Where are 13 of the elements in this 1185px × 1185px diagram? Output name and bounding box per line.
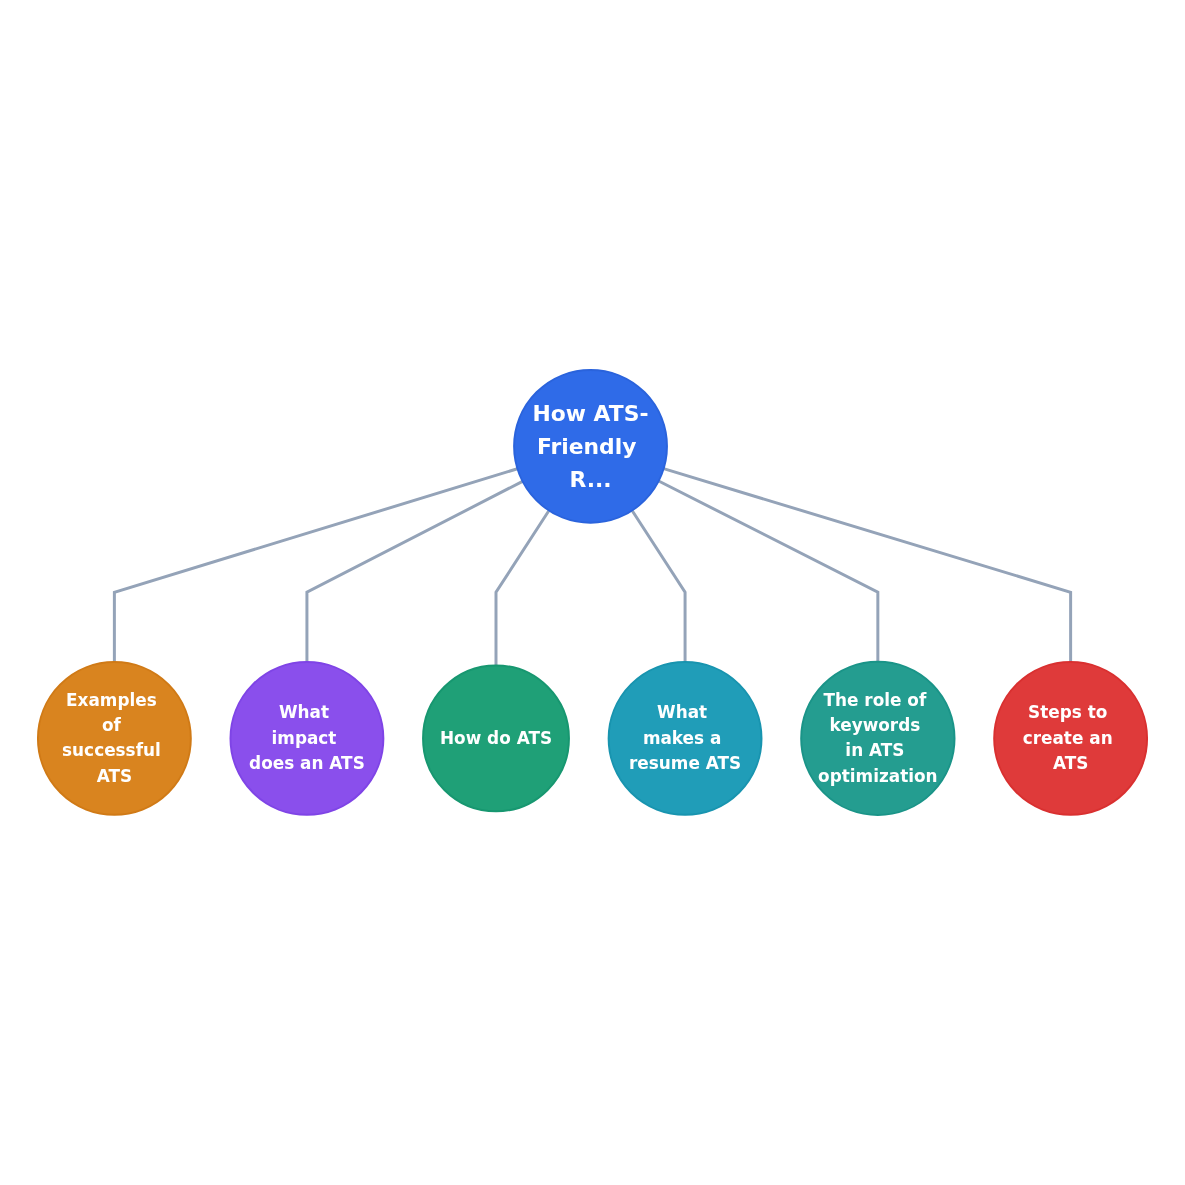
connector xyxy=(112,467,518,662)
node-circle: Steps to create an ATS xyxy=(993,660,1149,816)
connector xyxy=(305,480,524,662)
node-circle: Examples of successful ATS xyxy=(36,660,192,816)
node-circle: What impact does an ATS xyxy=(229,660,385,816)
node-circle: What makes a resume ATS xyxy=(607,660,763,816)
connector xyxy=(630,509,687,662)
node-circle: The role of keywords in ATS optimization xyxy=(800,660,956,817)
connector xyxy=(658,479,880,662)
node-circle: How ATS-Friendly R... xyxy=(513,368,668,524)
connector xyxy=(494,509,551,666)
connector xyxy=(663,467,1073,662)
node-circle: How do ATS xyxy=(422,664,570,813)
